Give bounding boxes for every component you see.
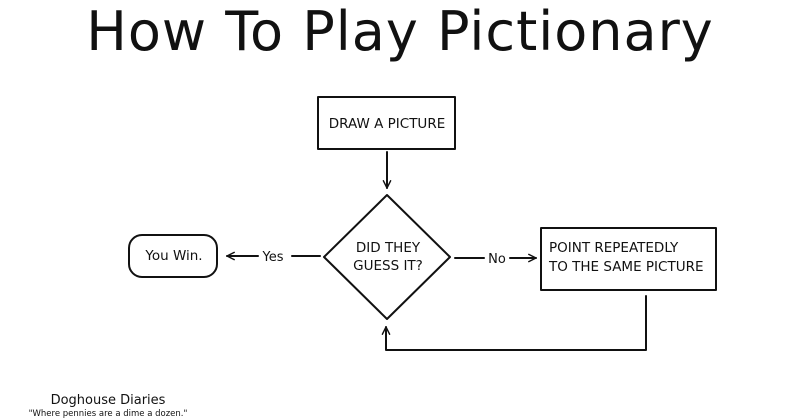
yes-edge-label: Yes — [262, 250, 284, 265]
point-repeatedly-box — [540, 227, 717, 291]
decision-label-line-1: DID THEY — [356, 240, 421, 256]
page-title: How To Play Pictionary — [86, 0, 714, 63]
footer-name: Doghouse Diaries — [51, 393, 166, 408]
point-label-line-1: POINT REPEATEDLY — [549, 240, 679, 256]
no-edge-label: No — [488, 252, 506, 267]
decision-label-line-2: GUESS IT? — [353, 258, 423, 274]
footer-tagline: "Where pennies are a dime a dozen." — [29, 409, 188, 419]
decision-diamond — [323, 194, 451, 320]
draw-picture-box — [317, 96, 456, 150]
point-label-line-2: TO THE SAME PICTURE — [548, 259, 704, 275]
arrow-loop-back-to-decision — [381, 295, 647, 351]
you-win-box — [128, 234, 218, 278]
draw-picture-label: DRAW A PICTURE — [329, 116, 445, 132]
you-win-label: You Win. — [144, 248, 202, 264]
